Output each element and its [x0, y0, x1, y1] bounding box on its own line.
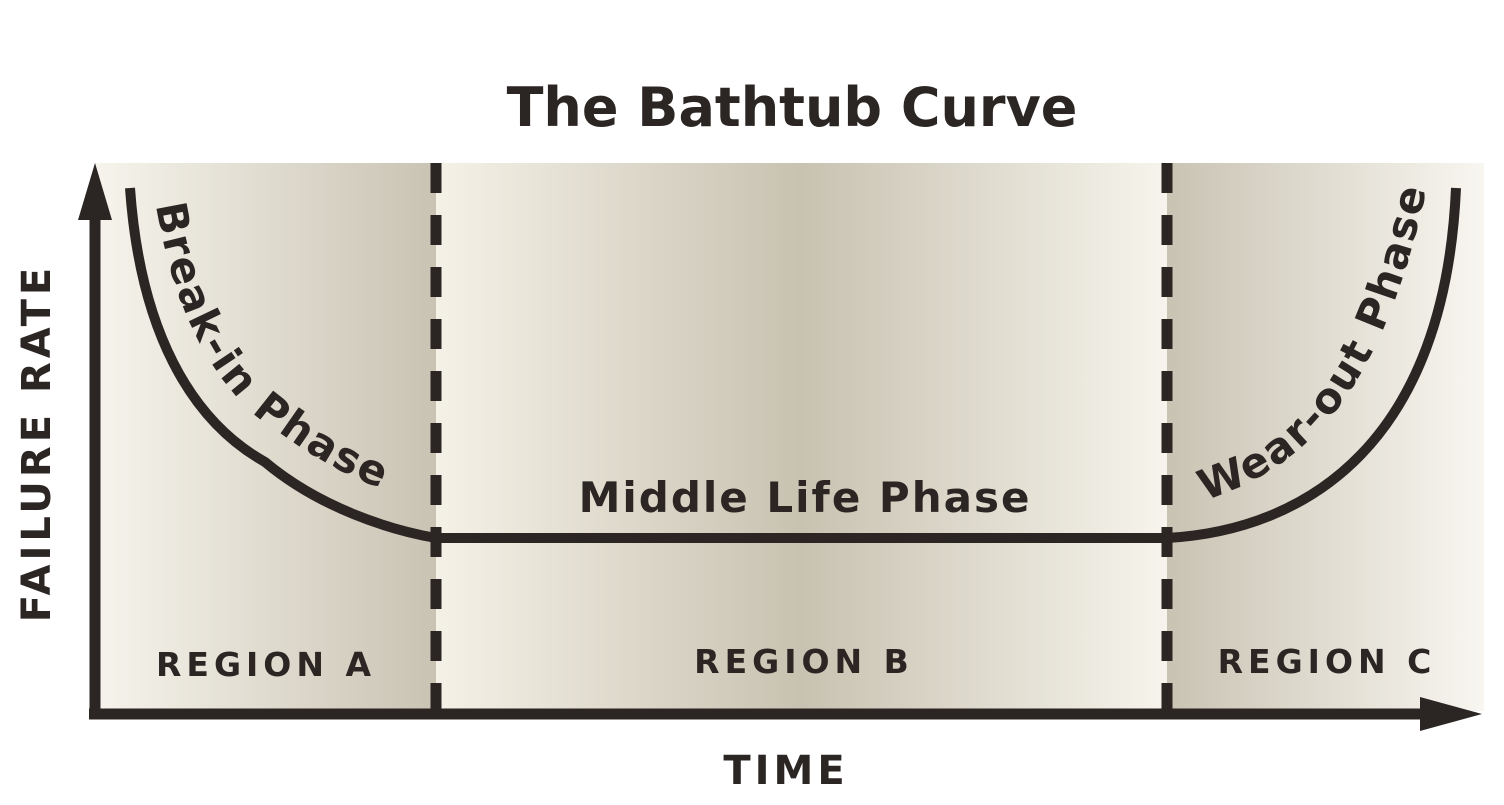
y-axis-arrow-icon: [78, 163, 112, 220]
region-c-label: REGION C: [1218, 642, 1437, 681]
x-axis-label: TIME: [723, 748, 848, 794]
region-c-panel: [1167, 163, 1484, 711]
region-b-label: REGION B: [694, 642, 914, 681]
y-axis-label: FAILURE RATE: [14, 264, 60, 622]
region-a-panel: [95, 163, 436, 711]
region-a-label: REGION A: [156, 645, 376, 684]
diagram-title: The Bathtub Curve: [507, 76, 1078, 139]
bathtub-curve: [125, 187, 1461, 543]
middle-life-phase-label: Middle Life Phase: [579, 473, 1032, 522]
region-b-panel: [436, 163, 1167, 711]
x-axis-arrow-icon: [1420, 697, 1482, 731]
